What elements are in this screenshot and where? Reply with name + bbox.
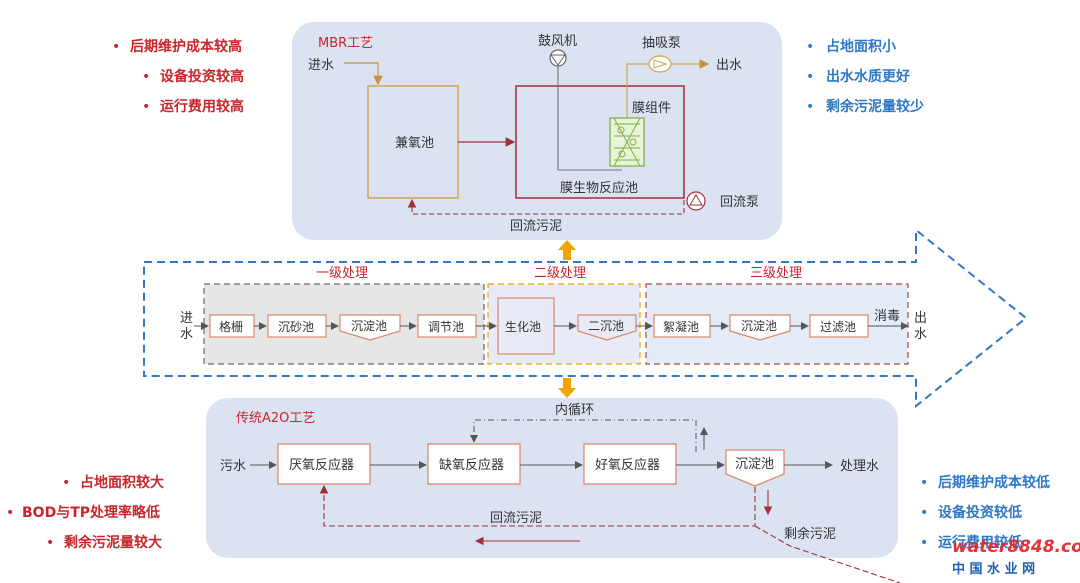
stage1-label: 一级处理: [316, 266, 368, 281]
mbr-outlet-label: 出水: [716, 58, 742, 73]
a2o-aerobic-label: 好氧反应器: [595, 457, 660, 473]
a2o-excess-sludge-label: 剩余污泥: [784, 526, 836, 542]
a2o-cons-bullet: •: [46, 535, 54, 551]
mbr-return-sludge-label: 回流污泥: [510, 219, 562, 234]
mbr-pros-bullet: •: [806, 69, 814, 85]
a2o-internal-recycle-line: [470, 419, 697, 452]
a2o-anoxic-label: 缺氧反应器: [439, 457, 504, 473]
inlet-char-2: 水: [180, 327, 193, 342]
mbr-panel: [292, 22, 782, 240]
mbr-blower-icon: [549, 49, 567, 67]
mbr-return-sludge-line: [407, 184, 685, 215]
mbr-pros-item: 剩余污泥量较少: [826, 98, 924, 115]
membrane-module-icon: [613, 117, 641, 167]
mbr-cons-item: 设备投资较高: [160, 68, 244, 85]
a2o-cons-item: 占地面积较大: [80, 474, 164, 491]
mbr-cons-list: • 后期维护成本较高 • 设备投资较高 • 运行费用较高: [112, 38, 244, 115]
a2o-pros-item: 运行费用较低: [938, 534, 1022, 551]
mbr-anoxic-tank-label: 兼氧池: [395, 136, 434, 151]
mbr-cons-bullet: •: [112, 39, 120, 55]
inlet-char-1: 进: [180, 311, 193, 326]
step-box: [577, 314, 637, 341]
a2o-return-sludge-label: 回流污泥: [490, 511, 542, 526]
a2o-anaerobic-label: 厌氧反应器: [289, 457, 354, 473]
return-pump-arrow-icon: [689, 194, 703, 206]
step-label: 二沉池: [588, 319, 624, 333]
a2o-panel: [206, 398, 898, 558]
conventional-outlet-label: 出水: [914, 311, 927, 342]
mbr-pros-item: 占地面积小: [826, 38, 896, 55]
mbr-pros-bullet: •: [806, 99, 814, 115]
down-arrow-icon: [558, 378, 576, 398]
step-box: [497, 297, 555, 355]
stage2-label: 二级处理: [534, 266, 586, 281]
a2o-pros-bullet: •: [920, 505, 928, 521]
mbr-title: MBR工艺: [318, 36, 373, 51]
mbr-pros-item: 出水水质更好: [826, 68, 910, 85]
mbr-membrane-bioreactor-label: 膜生物反应池: [560, 180, 638, 196]
mbr-pros-list: • 占地面积小 • 出水水质更好 • 剩余污泥量较少: [806, 38, 924, 115]
a2o-anoxic-reactor: [427, 443, 521, 485]
step-label: 絮凝池: [663, 319, 699, 334]
a2o-aerobic-reactor: [583, 443, 677, 485]
stage3-label: 三级处理: [750, 266, 802, 281]
a2o-cons-bullet: •: [6, 505, 14, 521]
step-label: 调节池: [428, 320, 464, 334]
a2o-excess-sludge-line: [754, 525, 901, 583]
conventional-process-arrow: [143, 227, 1028, 409]
mbr-air-line: [557, 66, 622, 171]
watermark-sub: 中 国 水 业 网: [952, 561, 1035, 577]
step-label: 沉砂池: [278, 320, 314, 334]
mbr-blower-label: 鼓风机: [538, 34, 577, 49]
mbr-cons-item: 后期维护成本较高: [130, 38, 242, 55]
mbr-pros-bullet: •: [806, 39, 814, 55]
mbr-permeate-line: [626, 63, 648, 118]
a2o-clarifier-label: 沉淀池: [735, 457, 774, 472]
a2o-return-sludge-line: [319, 484, 756, 527]
conventional-steps: 格栅 沉砂池 沉淀池 调节池 生化池 二沉池 絮凝池 沉淀池 过滤池: [209, 297, 869, 355]
mbr-suction-pump-label: 抽吸泵: [642, 36, 681, 51]
outlet-char-2: 水: [914, 327, 927, 342]
step-box: [339, 314, 401, 341]
a2o-pros-bullet: •: [920, 475, 928, 491]
conventional-inlet-label: 进水: [180, 311, 193, 342]
up-arrow-icon: [558, 240, 576, 260]
step-label: 沉淀池: [351, 319, 387, 333]
a2o-clarifier: [725, 449, 785, 487]
a2o-cons-item: BOD与TP处理率略低: [22, 504, 160, 521]
step-label: 过滤池: [820, 320, 856, 334]
mbr-cons-bullet: •: [142, 69, 150, 85]
a2o-treated-label: 处理水: [840, 459, 879, 474]
disinfection-label: 消毒: [874, 309, 900, 324]
step-label: 生化池: [505, 320, 541, 334]
mbr-membrane-bioreactor: [515, 85, 685, 199]
mbr-cons-item: 运行费用较高: [160, 98, 244, 115]
a2o-pros-item: 设备投资较低: [938, 504, 1022, 521]
mbr-return-pump-label: 回流泵: [720, 195, 759, 210]
a2o-cons-item: 剩余污泥量较大: [64, 534, 162, 551]
a2o-pros-item: 后期维护成本较低: [938, 474, 1050, 491]
mbr-cons-bullet: •: [142, 99, 150, 115]
outlet-char-1: 出: [914, 311, 927, 326]
pump-arrow-icon: [653, 59, 668, 69]
a2o-cons-list: • 占地面积较大 • BOD与TP处理率略低 • 剩余污泥量较大: [6, 474, 164, 551]
a2o-cons-bullet: •: [62, 475, 70, 491]
fan-icon: [550, 54, 566, 66]
step-label: 格栅: [219, 319, 243, 334]
mbr-inlet-line: [344, 62, 383, 86]
a2o-internal-recycle-label: 内循环: [555, 402, 594, 418]
suction-pump-icon: [648, 55, 672, 73]
a2o-title: 传统A2O工艺: [236, 411, 315, 426]
a2o-pros-list: • 后期维护成本较低 • 设备投资较低 • 运行费用较低: [920, 474, 1050, 551]
mbr-membrane-module-label: 膜组件: [632, 101, 671, 116]
step-box: [729, 314, 791, 341]
mbr-inlet-label: 进水: [308, 58, 334, 73]
a2o-anaerobic-reactor: [277, 443, 371, 485]
step-label: 沉淀池: [741, 319, 777, 333]
a2o-inlet-label: 污水: [220, 459, 246, 474]
a2o-pros-bullet: •: [920, 535, 928, 551]
watermark-brand: water8848.com: [952, 537, 1080, 557]
